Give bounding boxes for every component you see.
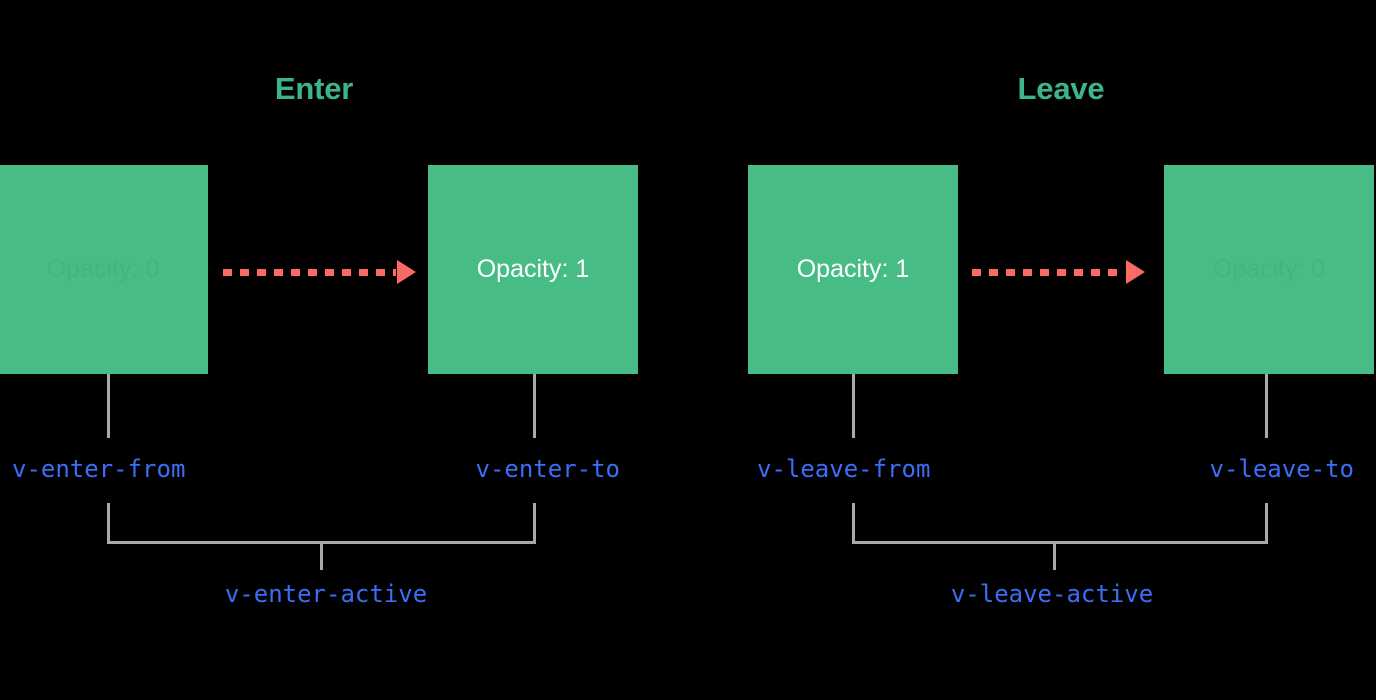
state-box-leave-from-text: Opacity: 1 <box>796 255 910 283</box>
connector-stem-leave-from <box>852 374 855 438</box>
section-heading-leave: Leave <box>1017 71 1105 106</box>
state-box-enter-from: Opacity: 0 <box>0 165 208 374</box>
connector-stem-enter-from <box>107 374 110 438</box>
class-label-v-leave-to: v-leave-to <box>1209 455 1355 483</box>
transition-arrow-enter <box>223 260 416 284</box>
section-heading-enter: Enter <box>274 71 354 106</box>
class-label-v-enter-to: v-enter-to <box>475 455 621 483</box>
arrow-head-icon <box>397 260 416 284</box>
class-label-v-enter-from: v-enter-from <box>12 455 186 483</box>
state-box-leave-from: Opacity: 1 <box>748 165 958 374</box>
state-box-leave-to: Opacity: 0 <box>1164 165 1374 374</box>
arrow-shaft-icon <box>972 268 1125 276</box>
transition-arrow-leave <box>972 260 1145 284</box>
active-bracket-stem-leave <box>1053 543 1056 570</box>
state-box-enter-from-text: Opacity: 0 <box>47 255 160 284</box>
class-label-v-leave-active: v-leave-active <box>950 580 1154 608</box>
class-label-v-leave-from: v-leave-from <box>757 455 931 483</box>
active-bracket-leave <box>852 503 1268 544</box>
arrow-shaft-icon <box>223 268 396 276</box>
connector-stem-leave-to <box>1265 374 1268 438</box>
state-box-leave-to-text: Opacity: 0 <box>1213 255 1326 284</box>
class-label-v-enter-active: v-enter-active <box>224 580 428 608</box>
state-box-enter-to: Opacity: 1 <box>428 165 638 374</box>
connector-stem-enter-to <box>533 374 536 438</box>
state-box-enter-to-text: Opacity: 1 <box>476 255 590 283</box>
active-bracket-stem-enter <box>320 543 323 570</box>
arrow-head-icon <box>1126 260 1145 284</box>
active-bracket-enter <box>107 503 536 544</box>
